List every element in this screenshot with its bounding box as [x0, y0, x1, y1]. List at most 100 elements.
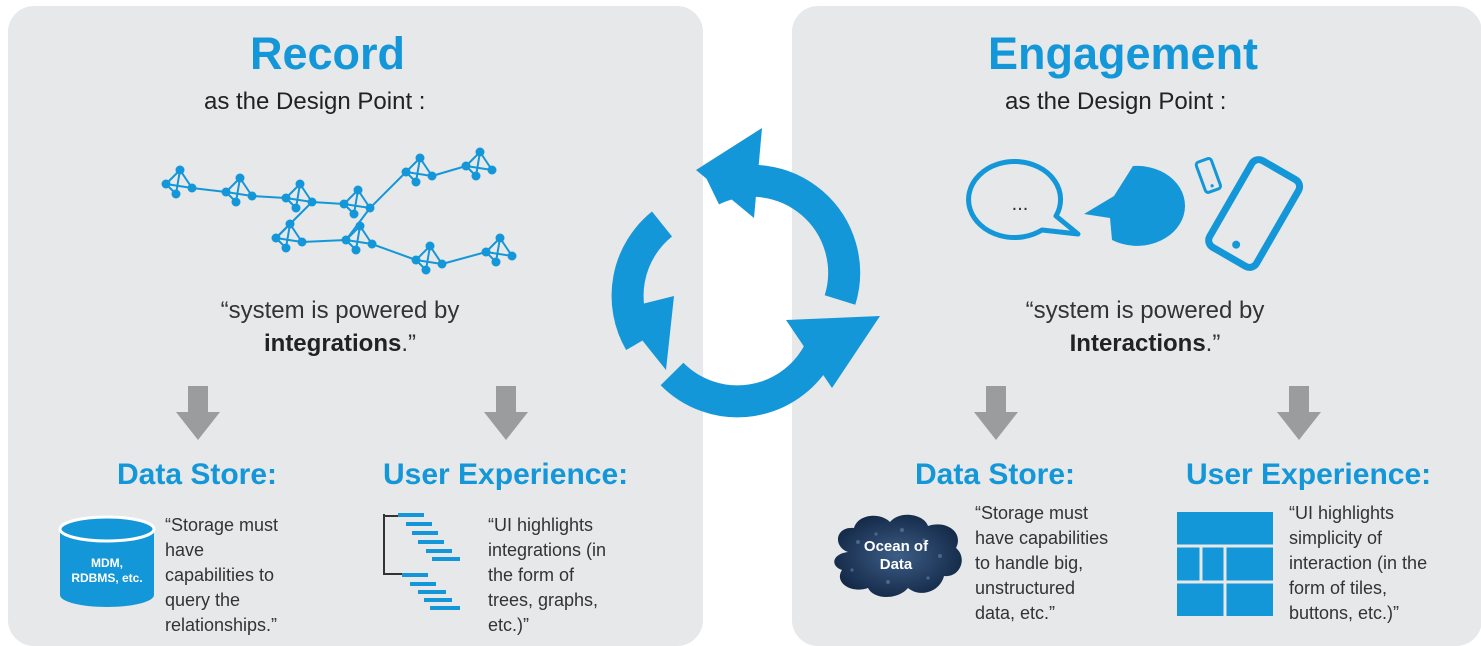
network-node — [281, 193, 291, 203]
engagement-quote-bold: Interactions — [1069, 330, 1206, 357]
text-line: simplicity of — [1289, 528, 1383, 548]
network-node — [231, 197, 241, 207]
network-node — [495, 233, 505, 243]
speech-bubble-text: ... — [1012, 193, 1029, 215]
ocean-label-1: Ocean of — [864, 538, 929, 555]
text-line: query the — [165, 590, 241, 610]
network-edge — [371, 243, 417, 261]
database-icon: MDM, RDBMS, etc. — [58, 515, 156, 607]
network-node — [355, 221, 365, 231]
text-line: trees, graphs, — [488, 590, 599, 610]
network-node — [341, 235, 351, 245]
network-node — [339, 199, 349, 209]
database-label-1: MDM, — [91, 556, 123, 570]
text-line: etc.)” — [488, 615, 530, 635]
network-edge — [301, 239, 347, 243]
network-node — [285, 219, 295, 229]
network-node — [281, 243, 291, 253]
smartphone-icon — [1205, 156, 1304, 271]
record-user-experience-text: “UI highlights integrations (in the form… — [488, 513, 606, 638]
network-node — [349, 209, 359, 219]
text-line: integrations (in — [488, 540, 607, 560]
engagement-data-store-text: “Storage must have capabilities to handl… — [975, 501, 1108, 626]
ocean-label-2: Data — [880, 556, 913, 573]
network-node — [507, 251, 517, 261]
network-node — [351, 245, 361, 255]
text-line: “UI highlights — [1289, 503, 1395, 523]
text-line: interaction (in the — [1289, 553, 1428, 573]
network-node — [491, 257, 501, 267]
text-line: buttons, etc.)” — [1289, 603, 1400, 623]
network-edge — [369, 171, 407, 209]
text-line: have — [165, 540, 205, 560]
network-node — [367, 239, 377, 249]
network-node — [471, 171, 481, 181]
network-node — [411, 255, 421, 265]
network-edge — [431, 165, 467, 177]
network-node — [401, 167, 411, 177]
network-node — [297, 237, 307, 247]
engagement-quote: “system is powered by Interactions.” — [965, 294, 1325, 360]
record-title: Record — [250, 28, 406, 79]
record-user-experience-heading: User Experience: — [383, 458, 629, 491]
engagement-quote-line1: “system is powered by — [1025, 297, 1265, 324]
database-label-2: RDBMS, etc. — [71, 571, 142, 585]
record-quote-line1: “system is powered by — [220, 297, 460, 324]
engagement-user-experience-heading: User Experience: — [1186, 458, 1432, 491]
engagement-title: Engagement — [988, 28, 1259, 79]
network-edge — [191, 187, 227, 193]
engagement-subtitle: as the Design Point : — [1005, 88, 1227, 115]
network-node — [365, 203, 375, 213]
record-quote: “system is powered by integrations.” — [160, 294, 520, 360]
network-node — [235, 173, 245, 183]
text-line: to handle big, — [975, 553, 1084, 573]
network-node — [437, 259, 447, 269]
network-node — [421, 265, 431, 275]
network-node — [171, 189, 181, 199]
network-node — [487, 165, 497, 175]
text-line: have capabilities — [975, 528, 1109, 548]
record-quote-line2: integrations.” — [160, 327, 520, 360]
record-data-store-text: “Storage must have capabilities to query… — [165, 513, 278, 638]
text-line: “UI highlights — [488, 515, 594, 535]
network-node — [295, 179, 305, 189]
network-node — [187, 183, 197, 193]
network-node — [427, 171, 437, 181]
cycle-arrows-icon — [611, 128, 880, 418]
network-node — [175, 165, 185, 175]
down-arrow-icon — [974, 386, 1018, 440]
tiles-icon — [1177, 512, 1273, 616]
record-quote-end: .” — [401, 330, 416, 357]
network-node — [307, 197, 317, 207]
pacman-speech-icon — [1084, 165, 1186, 246]
down-arrow-icon — [484, 386, 528, 440]
ocean-of-data-icon: Ocean of Data — [834, 514, 962, 597]
network-edge — [441, 251, 487, 265]
engagement-data-store-heading: Data Store: — [915, 458, 1076, 491]
text-line: form of tiles, — [1289, 578, 1388, 598]
network-node — [481, 247, 491, 257]
text-line: capabilities to — [165, 565, 275, 585]
network-graph-icon — [161, 147, 517, 275]
network-node — [221, 187, 231, 197]
text-line: the form of — [488, 565, 575, 585]
down-arrow-icon — [1277, 386, 1321, 440]
network-node — [425, 241, 435, 251]
network-node — [247, 191, 257, 201]
text-line: data, etc.” — [975, 603, 1056, 623]
network-node — [291, 203, 301, 213]
engagement-quote-line2: Interactions.” — [965, 327, 1325, 360]
network-node — [411, 177, 421, 187]
down-arrow-icon — [176, 386, 220, 440]
record-quote-bold: integrations — [263, 330, 402, 357]
tree-icon — [383, 513, 460, 610]
network-node — [161, 179, 171, 189]
record-data-store-heading: Data Store: — [117, 458, 278, 491]
network-edge — [275, 201, 313, 239]
speech-bubble-icon: ... — [966, 159, 1081, 240]
text-line: “Storage must — [975, 503, 1089, 523]
text-line: “Storage must — [165, 515, 279, 535]
network-edge — [251, 195, 287, 199]
network-edge — [311, 201, 345, 205]
record-subtitle: as the Design Point : — [204, 88, 426, 115]
